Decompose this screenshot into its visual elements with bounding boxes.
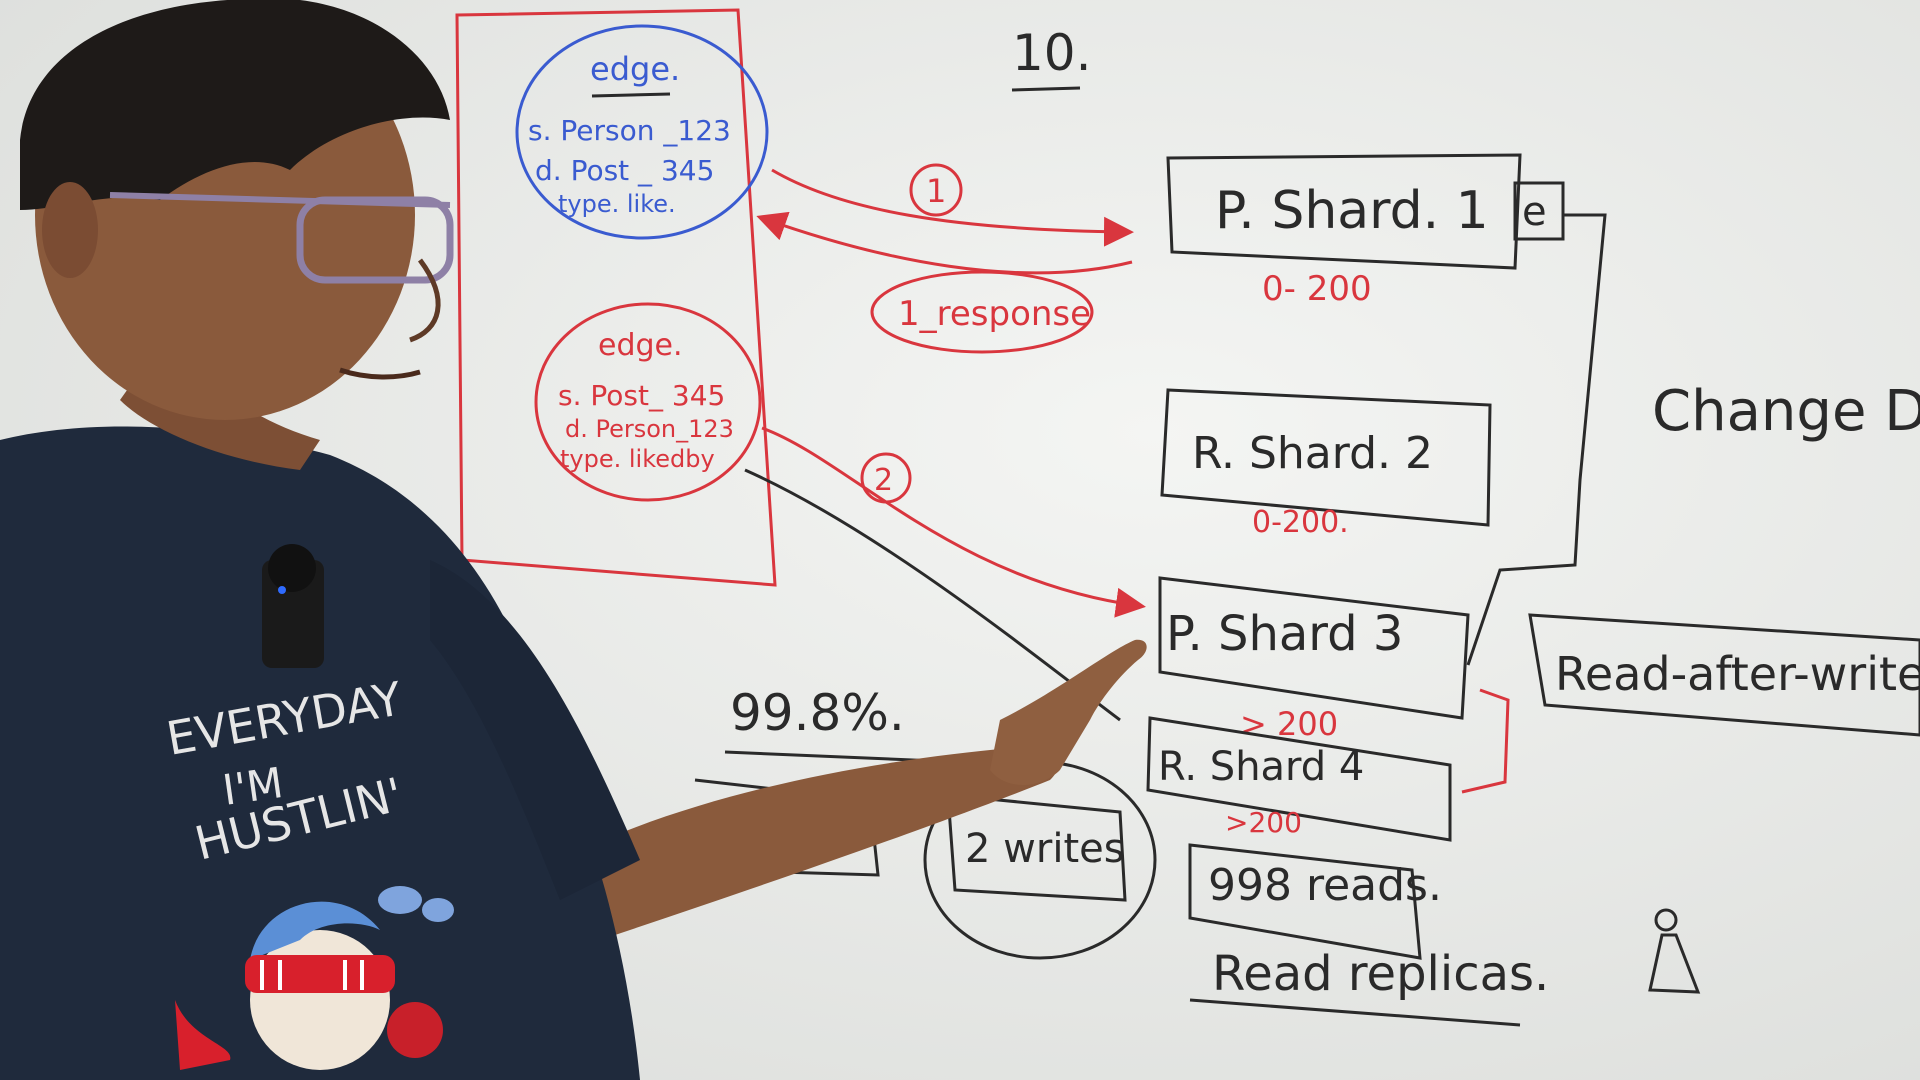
svg-text:P. Shard. 1: P. Shard. 1	[1215, 181, 1489, 241]
tshirt-cartoon	[175, 886, 454, 1070]
svg-text:998 reads.: 998 reads.	[1208, 860, 1442, 911]
presenter-hair	[20, 0, 450, 210]
edges-group-box	[455, 8, 777, 587]
presenter-arm	[560, 747, 1059, 940]
svg-text:e: e	[1522, 189, 1547, 235]
svg-text:0- 200: 0- 200	[1262, 269, 1372, 309]
svg-text:s. Post_ 345: s. Post_ 345	[558, 379, 725, 412]
svg-text:Read replicas.: Read replicas.	[1212, 946, 1549, 1002]
svg-text:99.8%.: 99.8%.	[730, 684, 905, 742]
section-number: 10.	[1011, 24, 1092, 92]
svg-text:d. Person_123: d. Person_123	[565, 415, 734, 443]
replica-bracket	[1461, 688, 1510, 794]
svg-text:2 writes: 2 writes	[965, 826, 1125, 872]
reads-label: 998 reads.	[1188, 843, 1442, 960]
shard-3-box: P. Shard 3 > 200	[1158, 576, 1470, 743]
shard-2-box: R. Shard. 2 0-200.	[1160, 388, 1492, 540]
presenter-shirt	[0, 426, 640, 1080]
presenter-hand	[990, 639, 1147, 785]
svg-text:0-200.: 0-200.	[1252, 505, 1349, 540]
svg-text:R. Shard 4: R. Shard 4	[1158, 744, 1364, 790]
cdc-connector	[1466, 213, 1607, 666]
glasses-icon	[109, 192, 454, 284]
svg-text:edge.: edge.	[598, 328, 683, 363]
svg-text:10.: 10.	[1012, 24, 1092, 82]
svg-text:P. Shard 3: P. Shard 3	[1166, 606, 1403, 662]
svg-text:d. Post _ 345: d. Post _ 345	[535, 154, 714, 187]
svg-text:I'M: I'M	[220, 758, 286, 815]
lapel-mic-icon	[262, 544, 324, 668]
svg-text:type. likedby: type. likedby	[560, 445, 715, 473]
svg-text:>200: >200	[1225, 806, 1302, 839]
change-data-text: Change Dat	[1652, 379, 1920, 444]
read-replicas-label: Read replicas.	[1189, 946, 1549, 1027]
step-1-response-arrow: 1_response	[756, 211, 1133, 354]
percent-label: 99.8%.	[724, 684, 961, 764]
svg-text:1_response: 1_response	[898, 294, 1091, 334]
read-after-write-box: Read-after-write	[1528, 613, 1920, 737]
edge-circle-like: edge. s. Person _123 d. Post _ 345 type.…	[515, 24, 769, 240]
svg-text:2: 2	[874, 463, 893, 498]
svg-text:> 200: > 200	[1240, 705, 1338, 743]
edge-circle-likedby: edge. s. Post_ 345 d. Person_123 type. l…	[534, 302, 762, 502]
svg-text:1: 1	[926, 172, 946, 210]
user-icon	[1648, 908, 1701, 994]
svg-text:R. Shard. 2: R. Shard. 2	[1192, 428, 1433, 479]
shard-4-box: R. Shard 4 >200	[1146, 716, 1452, 842]
presenter: EVERYDAY I'M HUSTLIN'	[0, 0, 1147, 1080]
svg-text:s. Person _123: s. Person _123	[528, 114, 731, 147]
svg-text:edge.: edge.	[590, 50, 680, 88]
shard-1-box: P. Shard. 1 0- 200 e	[1166, 153, 1565, 309]
svg-text:Read-after-write: Read-after-write	[1555, 647, 1920, 701]
step-1-arrow: 1	[771, 163, 1134, 247]
step-2-arrow: 2	[761, 426, 1146, 618]
svg-text:type. like.: type. like.	[558, 190, 676, 218]
